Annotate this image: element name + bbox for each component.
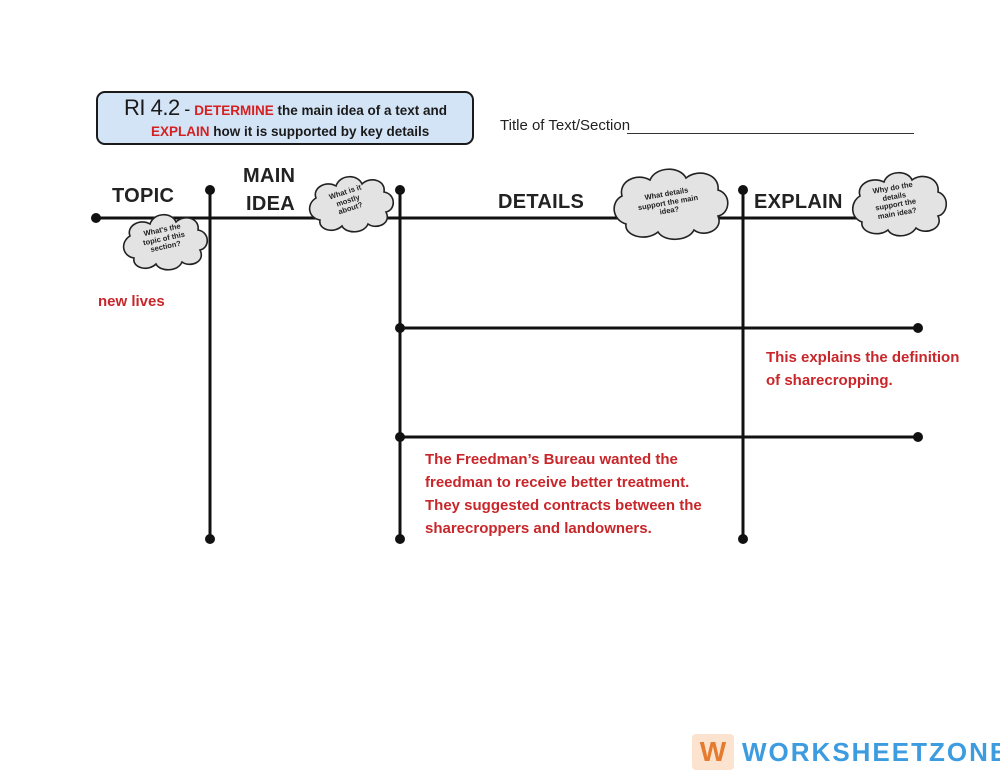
dot-main-top — [395, 185, 405, 195]
title-label: Title of Text/Section — [500, 117, 631, 134]
standard-verb-determine: DETERMINE — [194, 103, 274, 118]
answer-topic[interactable]: new lives — [98, 293, 165, 310]
standard-text-2: how it is supported by key details — [209, 124, 430, 139]
dot-details-top — [738, 185, 748, 195]
brand-mark-letter: W — [699, 736, 727, 767]
standard-dash: - — [179, 99, 195, 119]
answer-detail-2[interactable]: The Freedman’s Bureau wanted the freedma… — [425, 451, 702, 537]
standard-line-1: RI 4.2 - DETERMINE the main idea of a te… — [124, 95, 447, 121]
standard-code: RI 4.2 — [124, 95, 180, 120]
dot-details-bottom — [738, 534, 748, 544]
brand-mark-icon: W — [692, 734, 734, 770]
answer-explain-1[interactable]: This explains the definition of sharecro… — [766, 349, 960, 389]
dot-topic-top — [205, 185, 215, 195]
cloud-icon-explain — [851, 171, 948, 237]
heading-main-line1: MAIN — [243, 165, 296, 187]
dot-detail2-end — [913, 432, 923, 442]
standard-verb-explain: EXPLAIN — [151, 124, 210, 139]
dot-detail1-start — [395, 323, 405, 333]
cloud-icon-main — [308, 175, 395, 233]
brand-logo[interactable]: W WORKSHEETZONE — [692, 734, 1000, 770]
dot-start — [91, 213, 101, 223]
heading-topic: TOPIC — [112, 185, 175, 207]
dot-topic-bottom — [205, 534, 215, 544]
heading-explain: EXPLAIN — [754, 191, 843, 213]
title-blank-line[interactable] — [627, 133, 914, 134]
heading-main-line2: IDEA — [246, 193, 295, 215]
dot-detail1-end — [913, 323, 923, 333]
standard-text-1: the main idea of a text and — [273, 103, 448, 118]
cloud-icon-topic — [122, 213, 209, 271]
heading-details: DETAILS — [498, 191, 585, 213]
dot-detail2-start — [395, 432, 405, 442]
standard-box: RI 4.2 - DETERMINE the main idea of a te… — [96, 91, 474, 145]
brand-name: WORKSHEETZONE — [742, 736, 1000, 767]
dot-main-bottom — [395, 534, 405, 544]
standard-line-2: EXPLAIN how it is supported by key detai… — [151, 124, 429, 139]
cloud-icon-details — [613, 168, 729, 241]
